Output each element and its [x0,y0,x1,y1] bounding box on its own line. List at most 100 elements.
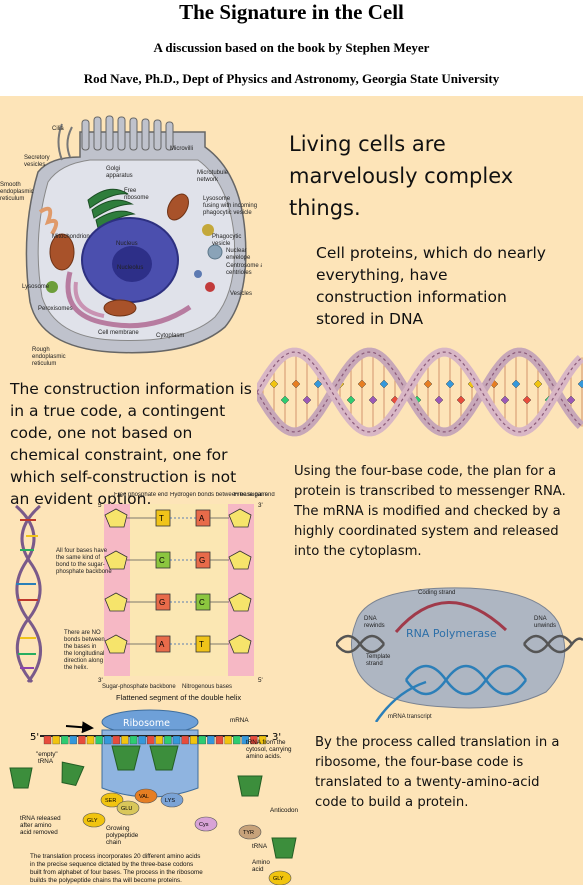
text-translation: By the process called translation in a r… [315,735,560,810]
sugar-left [104,508,128,528]
author-line: Rod Nave, Ph.D., Dept of Physics and Ast… [83,71,500,86]
label-mrna-transcript: mRNA transcript [388,714,432,720]
mrna-codon [121,735,129,745]
dna-base-mark [269,379,279,389]
dna-base-mark [445,379,455,389]
sugar-left [104,634,128,654]
dna-base-mark [577,379,583,389]
base-right-letter: T [199,640,204,649]
amino-acid-label: Cys [199,822,209,828]
helix-caption: Flattened segment of the double helix [116,693,241,702]
dna-base-mark [500,395,510,405]
label-trna: tRNA [252,843,268,850]
dna-base-mark [346,395,356,405]
dna-base-mark [434,395,444,405]
mrna-codon [138,735,146,745]
ribosome-three-prime: 3' [272,732,281,743]
sugar-left [104,550,128,570]
amino-acid-label: GLY [87,818,98,824]
label-nucleolus: Nucleolus [117,265,143,271]
dna-base-mark [302,395,312,405]
mrna-codon [215,735,224,745]
base-left-letter: C [159,556,165,565]
dna-base-mark [280,395,290,405]
mrna-codon [181,735,189,745]
mrna-codon [155,735,163,745]
base-right-letter: A [199,514,205,523]
dna-base-mark [291,379,301,389]
label-coding-strand: Coding strand [418,590,455,596]
text-construction-info: The construction information is in a tru… [10,380,252,508]
page-title: The Signature in the Cell [179,0,404,24]
dna-base-mark [456,395,466,405]
dna-ribbon-diagram [257,347,583,437]
sugar-left [104,592,128,612]
dna-base-mark [533,379,543,389]
amino-acid-bead [116,800,140,816]
mrna-codon [233,735,241,745]
label-vesicles: Vesicles [230,291,252,297]
dna-strand-b [257,347,583,437]
base-right-letter: C [199,598,205,607]
text-cell-proteins: Cell proteins, which do nearly everythin… [316,244,546,328]
label-free-phosphate: Free phosphate end [114,492,168,498]
label-centrosome: Centrosome andcentrioles [226,263,262,276]
label-lysosome: Lysosome [22,284,50,290]
mrna-codon [61,735,69,745]
mrna-codon [104,735,112,745]
mrna-codon [250,735,258,745]
mrna-codon [86,735,95,745]
dna-base-mark [522,395,532,405]
amino-acid-bead [134,788,158,804]
mrna-codon [129,735,138,745]
sugar-right [228,508,252,528]
amino-acid-label: GLY [273,876,284,882]
amino-acid-label: VAL [139,794,149,800]
mrna-codon [258,735,267,745]
text-four-base-code: Using the four-base code, the plan for a… [294,464,566,559]
dna-base-mark [423,379,433,389]
amino-acid-bead [160,792,184,808]
dna-base-mark [566,395,576,405]
amino-acid-bead [238,824,262,840]
ribosome-five-prime: 5' [30,732,39,743]
mrna-codon [164,735,172,745]
page-header: The Signature in the Cell A discussion b… [0,0,583,96]
sugar-right [228,592,252,612]
amino-acid-label: GLU [121,806,132,812]
mrna-codon [78,735,86,745]
amino-acid-bead [82,812,106,828]
sugar-right [228,634,252,654]
label-mrna: mRNA [230,717,249,724]
mrna-codon [43,735,52,745]
label-cell-membrane: Cell membrane [98,330,139,336]
label-sugar-phosphate: Sugar-phosphate backbone [102,684,176,690]
mrna-codon [69,735,77,745]
polymerase-title: RNA Polymerase [406,627,497,640]
dna-base-mark [511,379,521,389]
mrna-codon [147,735,155,745]
mrna-codon [172,735,181,745]
label-microvilli: Microvilli [170,146,193,152]
three-prime-right-top: 3' [258,502,263,509]
amino-acid-bead [100,792,124,808]
label-empty-trna: "empty"tRNA [36,751,58,765]
